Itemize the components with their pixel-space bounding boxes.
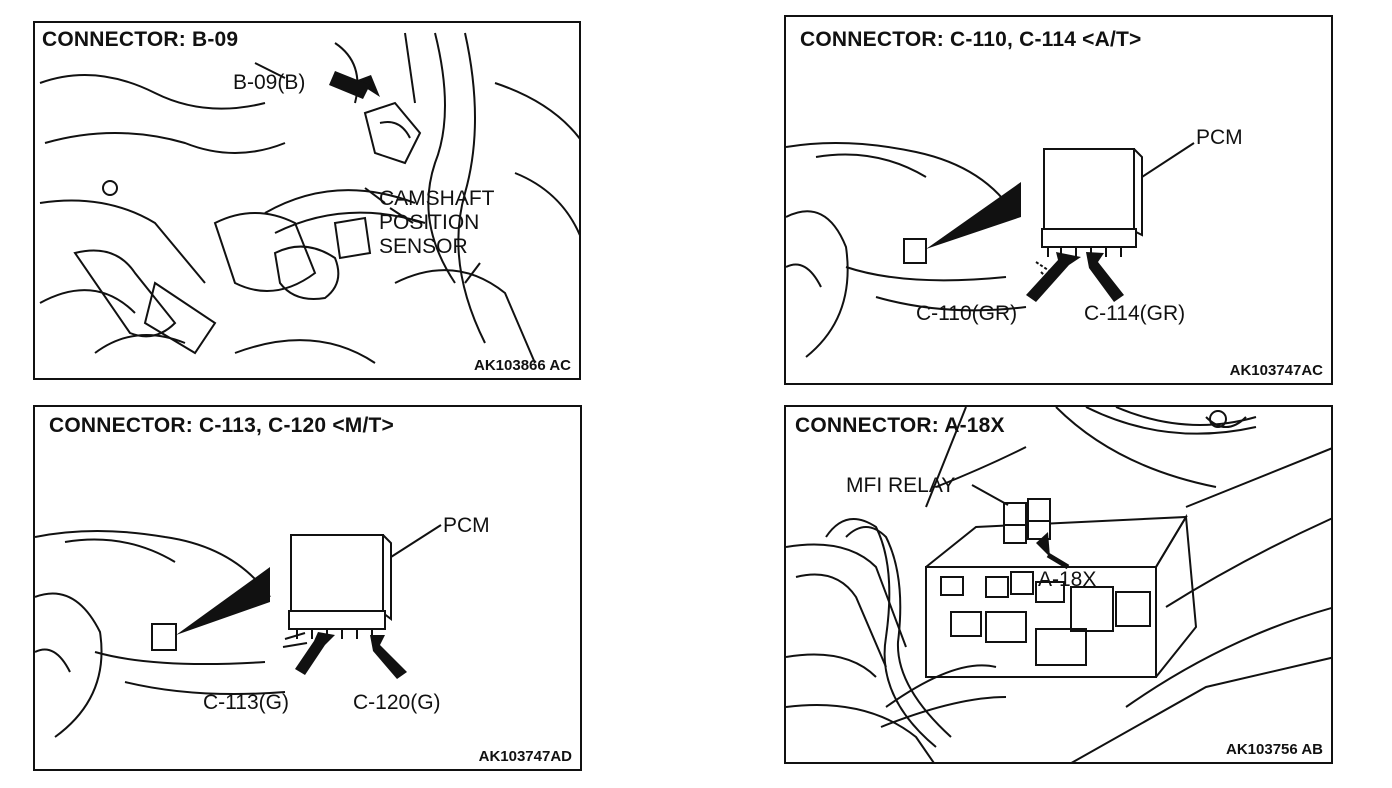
connector-label-b09: B-09(B) [233,71,306,94]
relay-box-illustration [786,407,1331,762]
panel-title: CONNECTOR: B-09 [42,28,239,51]
figure-code: AK103866 AC [474,357,571,374]
component-label-pcm: PCM [1196,126,1243,149]
panel-title: CONNECTOR: C-110, C-114 <A/T> [800,28,1142,51]
engine-illustration [39,32,579,364]
figure-code: AK103747AC [1229,362,1323,379]
connector-label-c120: C-120(G) [353,691,441,714]
component-label-sensor: SENSOR [379,235,468,258]
pcm-dashboard-illustration [35,524,442,738]
figure-code: AK103747AD [478,748,572,765]
component-label-position: POSITION [379,211,480,234]
panel-connector-b09: CONNECTOR: B-09 B-09(B) CAMSHAFT POSITIO… [33,21,581,380]
panel-connector-c113-c120: CONNECTOR: C-113, C-120 <M/T> PCM C-113(… [33,405,582,771]
component-label-mfi-relay: MFI RELAY [846,474,956,497]
connector-label-c114: C-114(GR) [1084,302,1186,325]
component-label-pcm: PCM [443,514,490,537]
connector-label-a18x: A-18X [1038,568,1097,591]
panel-connector-a18x: CONNECTOR: A-18X MFI RELAY A-18X AK10375… [784,405,1333,764]
panel-title: CONNECTOR: A-18X [795,414,1005,437]
connector-label-c110: C-110(GR) [916,302,1018,325]
panel-title: CONNECTOR: C-113, C-120 <M/T> [49,414,394,437]
panel-connector-c110-c114: CONNECTOR: C-110, C-114 <A/T> PCM C-110(… [784,15,1333,385]
component-label-camshaft: CAMSHAFT [379,187,495,210]
figure-code: AK103756 AB [1226,741,1323,758]
connector-label-c113: C-113(G) [203,691,289,714]
pcm-dashboard-illustration [786,142,1195,358]
